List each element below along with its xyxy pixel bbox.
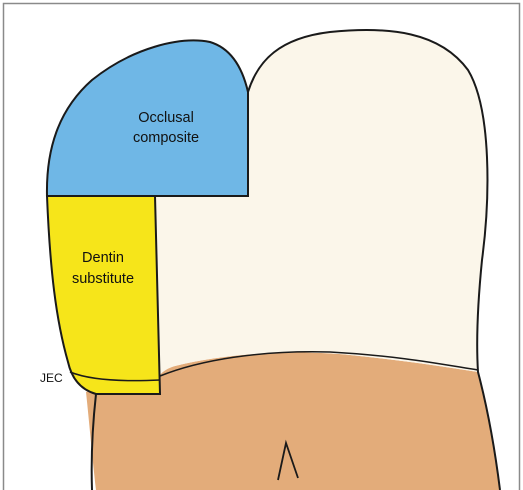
dentin-label-line1: Dentin xyxy=(82,250,124,266)
dentin-substitute-region xyxy=(47,196,160,394)
occlusal-label-line2: composite xyxy=(133,130,199,146)
dentin-label-line2: substitute xyxy=(72,271,134,287)
occlusal-label-line1: Occlusal xyxy=(138,110,194,126)
jec-label: JEC xyxy=(40,371,63,385)
